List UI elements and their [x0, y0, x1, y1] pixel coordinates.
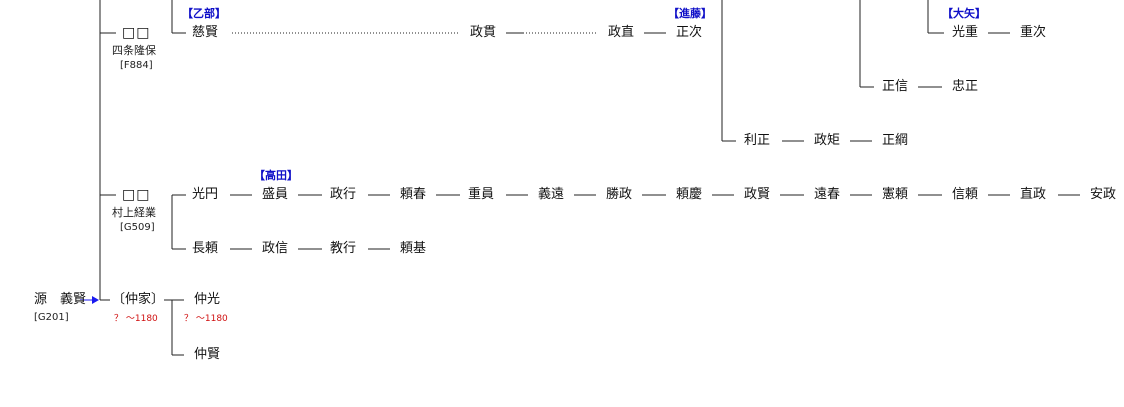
person-row4-3: 頼春: [400, 187, 427, 202]
person-row4-4: 重員: [468, 187, 495, 202]
branch-murakami-box: □□: [122, 187, 151, 203]
root-code: [G201]: [34, 312, 69, 323]
person-row1-3: 正次: [676, 25, 703, 40]
person-row5-0: 長頼: [192, 241, 219, 256]
person-row1b-1: 重次: [1020, 25, 1047, 40]
branch-shijo-name: 四条隆保: [112, 44, 156, 57]
branch-shijo-code: [F884]: [120, 60, 153, 71]
person-row2-0: 正信: [882, 79, 909, 94]
person-row4-6: 勝政: [606, 187, 633, 202]
person-row5-2: 教行: [330, 241, 357, 256]
person-row4-0: 光円: [192, 187, 219, 202]
person-row1b-0: 光重: [952, 25, 979, 40]
root-name: 源 義賢: [34, 292, 87, 307]
person-row3-2: 正綱: [882, 133, 909, 148]
person-row4-12: 直政: [1020, 187, 1047, 202]
person-row4-11: 信頼: [952, 187, 979, 202]
tag-oya: 【大矢】: [942, 7, 986, 20]
person-row4-1: 盛員: [262, 187, 289, 202]
person-row4-13: 安政: [1090, 187, 1117, 202]
person-row3-0: 利正: [744, 133, 771, 148]
person-row4-9: 遠春: [814, 187, 841, 202]
person-row1-0: 慈賢: [192, 25, 219, 40]
person-row3-1: 政矩: [814, 133, 841, 148]
tag-otobe: 【乙部】: [182, 7, 226, 20]
nakamitsu-years: ？ ～1180: [184, 314, 228, 324]
tag-shindo: 【進藤】: [668, 7, 712, 20]
branch-murakami-name: 村上経業: [112, 206, 156, 219]
person-row4-8: 政賢: [744, 187, 771, 202]
person-row5-3: 頼基: [400, 241, 427, 256]
nakamitsu-name: 仲光: [194, 292, 221, 307]
nakaie-name: 〔仲家〕: [112, 292, 165, 307]
person-row4-7: 頼慶: [676, 187, 703, 202]
branch-shijo-box: □□: [122, 25, 151, 41]
person-row4-5: 義遠: [538, 187, 565, 202]
tag-takada: 【高田】: [254, 169, 298, 182]
person-row1-2: 政直: [608, 25, 635, 40]
person-row2-1: 忠正: [952, 79, 979, 94]
nakaie-years: ？ ～1180: [114, 314, 158, 324]
person-row5-1: 政信: [262, 241, 289, 256]
person-row4-2: 政行: [330, 187, 357, 202]
branch-murakami-code: [G509]: [120, 222, 155, 233]
person-row4-10: 憲頼: [882, 187, 909, 202]
person-row1-1: 政貫: [470, 25, 497, 40]
nakakata-name: 仲賢: [194, 347, 221, 362]
